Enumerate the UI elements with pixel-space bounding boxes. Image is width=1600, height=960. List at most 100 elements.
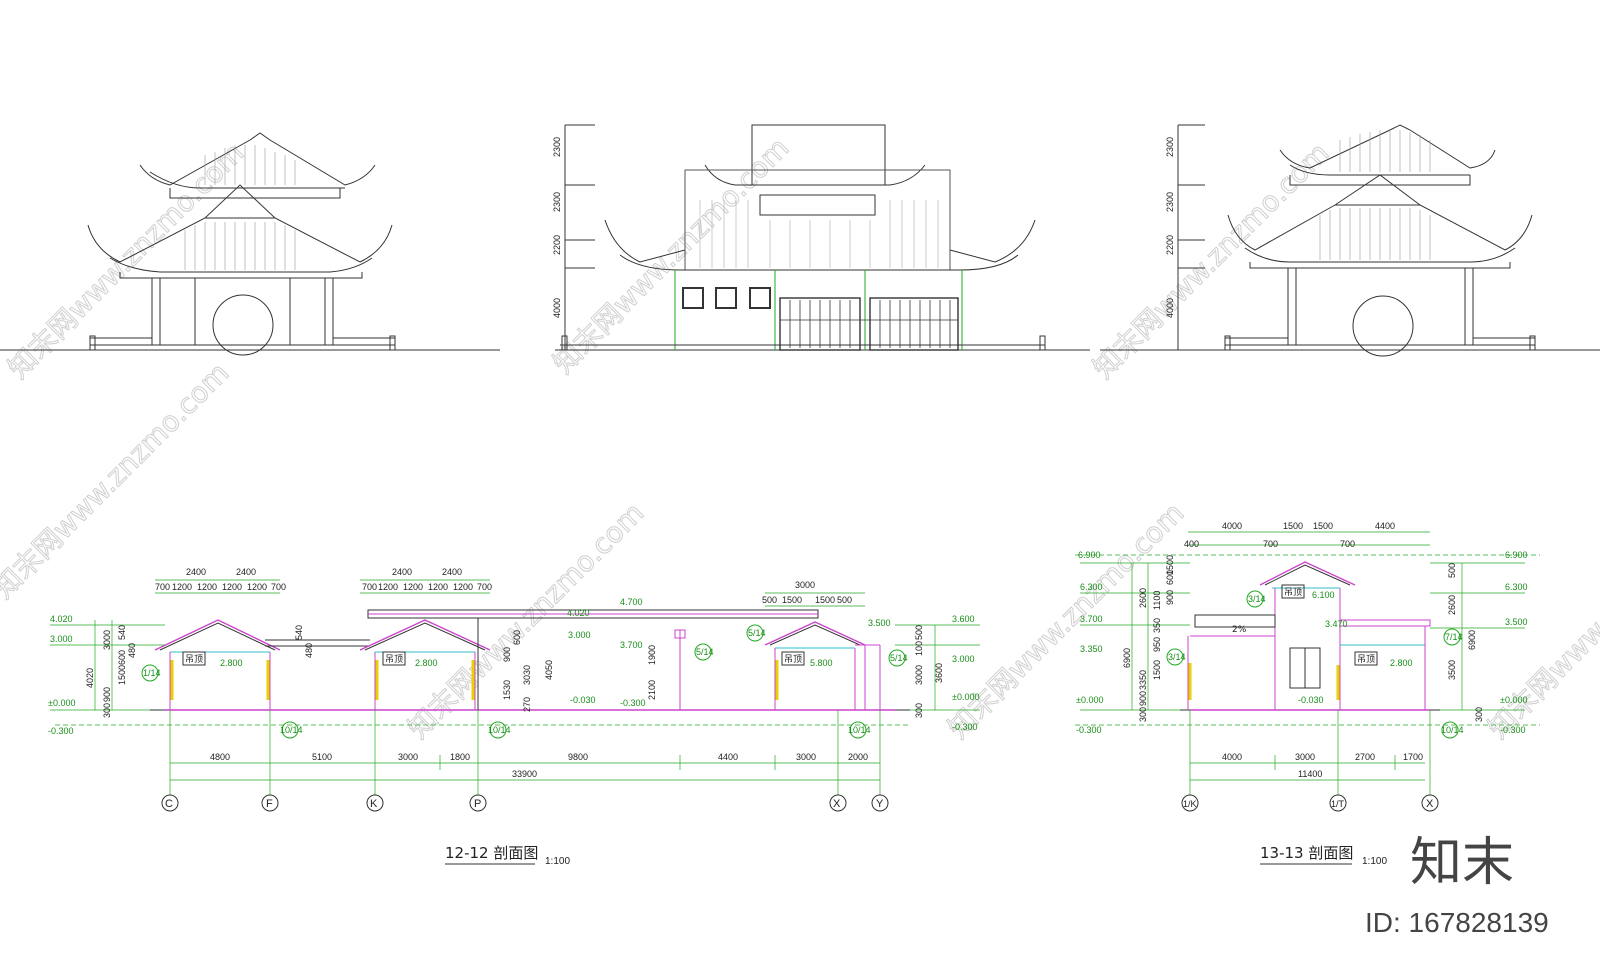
bottom-dim: 3000 — [796, 752, 816, 762]
top-dim: 1200 — [403, 582, 423, 592]
section-12-text: 2400 2400 700 1200 1200 1200 1200 700 24… — [48, 567, 979, 867]
axis-label: F — [266, 798, 273, 810]
top-dim: 500 — [837, 595, 852, 605]
watermark: 知末网www.znzmo.com — [1482, 496, 1600, 745]
height-dim: 2300 — [1165, 192, 1175, 212]
mid-dim: 600 — [512, 630, 522, 645]
top-dim: 1500 — [1283, 521, 1303, 531]
level-mark: 4.020 — [50, 614, 73, 624]
top-dim: 1200 — [222, 582, 242, 592]
height-dim: 2200 — [552, 235, 562, 255]
left-dim: 2600 — [1138, 588, 1148, 608]
room-level: 2.800 — [1390, 658, 1413, 668]
height-dim: 4000 — [1165, 298, 1175, 318]
left-dim: 1100 — [1152, 591, 1162, 610]
height-dim: 2300 — [552, 192, 562, 212]
room-label: 吊顶 — [385, 654, 403, 665]
detail-ref: 7/14 — [1445, 632, 1463, 642]
left-dim: 4020 — [85, 668, 95, 688]
top-dim: 400 — [1184, 539, 1199, 549]
top-dim: 2400 — [236, 567, 256, 577]
top-dim: 2400 — [186, 567, 206, 577]
total-dim: 33900 — [512, 769, 537, 779]
mid-dim: 2100 — [647, 680, 657, 700]
detail-ref: 10/14 — [280, 725, 303, 735]
level-mark: -0.300 — [952, 722, 978, 732]
top-dim: 700 — [271, 582, 286, 592]
mid-dim: 480 — [304, 643, 314, 658]
room-label: 吊顶 — [1284, 587, 1302, 598]
mid-dim: 270 — [522, 697, 532, 712]
room-label: 吊顶 — [185, 654, 203, 665]
mid-dim: 1530 — [502, 680, 512, 700]
top-dim: 1500 — [815, 595, 835, 605]
section-12-drawing — [50, 579, 980, 812]
level-mark: ±0.000 — [1076, 695, 1103, 705]
left-dim: 600 — [117, 650, 127, 665]
left-dim: 6900 — [1122, 648, 1132, 668]
bottom-dim: 5100 — [312, 752, 332, 762]
detail-ref: 1/14 — [143, 668, 161, 678]
left-dim: 1500 — [117, 665, 127, 685]
elevation-right — [1100, 124, 1600, 357]
elevation-left — [0, 132, 500, 356]
watermark: 知末网www.znzmo.com — [2, 136, 251, 385]
top-dim: 2400 — [392, 567, 412, 577]
left-dim: 1500 — [1165, 555, 1175, 575]
level-mark: 3.000 — [952, 654, 975, 664]
bottom-dim: 3000 — [398, 752, 418, 762]
top-dim: 1500 — [782, 595, 802, 605]
top-dim: 1200 — [378, 582, 398, 592]
right-dim: 6900 — [1467, 630, 1477, 650]
top-dim: 4400 — [1375, 521, 1395, 531]
brand-logo: 知末 — [1410, 833, 1514, 893]
axis-label: P — [474, 798, 481, 810]
axis-label: 1/T — [1331, 799, 1345, 809]
detail-ref: 10/14 — [488, 725, 511, 735]
axis-label: 1/K — [1183, 799, 1197, 809]
detail-ref: 3/14 — [1248, 594, 1266, 604]
left-dim: 600 — [1165, 570, 1175, 585]
mid-dim: 4050 — [544, 660, 554, 680]
mid-dim: 3030 — [522, 665, 532, 685]
mid-dim: 540 — [294, 625, 304, 640]
watermark: 知末网www.znzmo.com — [1087, 136, 1336, 385]
room-level: 6.100 — [1312, 590, 1335, 600]
left-dim: 350 — [1152, 618, 1162, 633]
height-dim: 2200 — [1165, 235, 1175, 255]
bottom-dim: 4800 — [210, 752, 230, 762]
right-dim: 500 — [914, 625, 924, 640]
level-mark: -0.300 — [48, 726, 74, 736]
top-dim: 700 — [1340, 539, 1355, 549]
left-dim: 900 — [102, 687, 112, 702]
top-dim: 1200 — [428, 582, 448, 592]
level-mark: 3.000 — [50, 634, 73, 644]
top-dim: 2400 — [442, 567, 462, 577]
top-dim: 700 — [155, 582, 170, 592]
left-dim: 3000 — [102, 630, 112, 650]
section-scale: 1:100 — [545, 856, 570, 867]
top-dim: 500 — [762, 595, 777, 605]
room-level: 2.800 — [415, 658, 438, 668]
top-dim: 4000 — [1222, 521, 1242, 531]
elevation-right-dims: 2300 2300 2200 4000 — [1165, 137, 1175, 318]
left-dim: 300 — [1138, 707, 1148, 722]
level-mark: 3.500 — [1505, 617, 1528, 627]
section-13-drawing — [1075, 531, 1540, 812]
bottom-dim: 4000 — [1222, 752, 1242, 762]
watermark: 知末网www.znzmo.com — [547, 131, 796, 380]
top-dim: 1500 — [1313, 521, 1333, 531]
mid-dim: 900 — [502, 647, 512, 662]
top-dim: 1200 — [197, 582, 217, 592]
detail-ref: 5/14 — [696, 647, 714, 657]
right-dim: 3000 — [914, 665, 924, 685]
bottom-dim: 2000 — [848, 752, 868, 762]
height-dim: 2300 — [1165, 137, 1175, 157]
detail-ref: 10/14 — [848, 725, 871, 735]
level-mark: 3.500 — [868, 618, 891, 628]
section-title: 12-12 剖面图 — [445, 844, 538, 862]
level-mark: 6.900 — [1505, 550, 1528, 560]
right-dim: 3600 — [934, 663, 944, 683]
room-level: 3.470 — [1325, 619, 1348, 629]
bottom-dim: 9800 — [568, 752, 588, 762]
